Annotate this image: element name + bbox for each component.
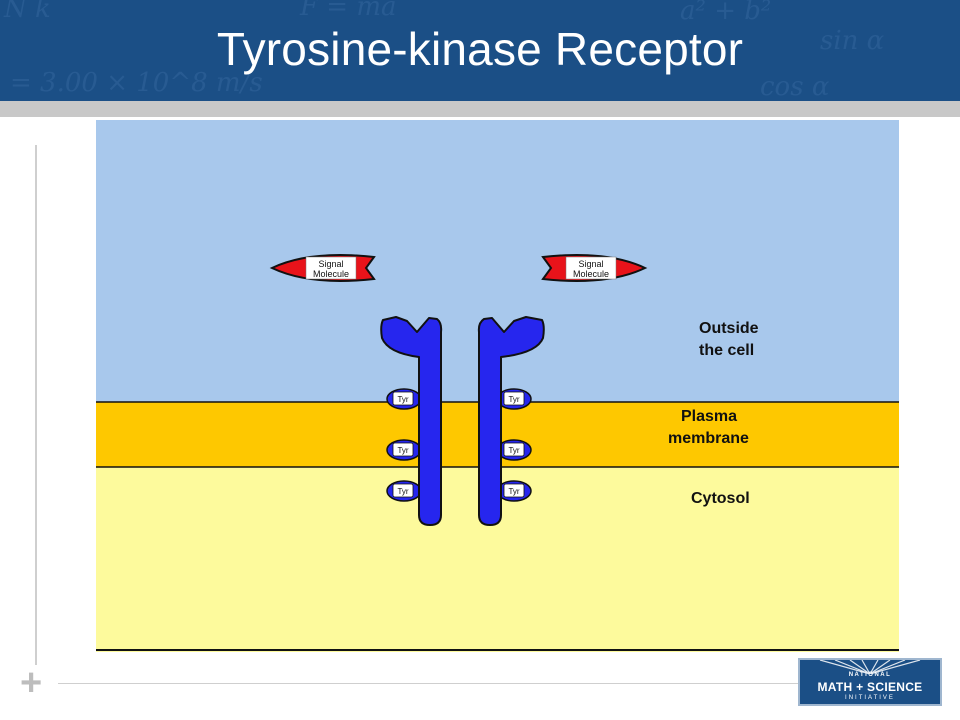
header-divider [0,101,960,117]
slide-title: Tyrosine-kinase Receptor [216,23,744,75]
signal-molecule-left: Signal Molecule [269,254,376,282]
signal-molecule-right: Signal Molecule [541,254,648,282]
tyr-label: Tyr [508,487,519,496]
header-equation: cos α [760,72,830,101]
tyr-label: Tyr [508,446,519,455]
receptor-diagram: Signal Molecule Signal Molecule Tyr Tyr … [96,120,899,652]
signal-label-line1: Signal [318,259,343,269]
tyr-label: Tyr [397,487,408,496]
header-equation-background: N k = 3.00 × 10^8 m/s a² + b² sin α cos … [0,0,960,101]
receptor-subunit-right [477,316,545,526]
tyr-label: Tyr [397,446,408,455]
plasma-membrane-label-line1: Plasma [681,408,737,425]
nms-logo: NATIONAL MATH + SCIENCE INITIATIVE [798,658,942,706]
header-equation: a² + b² [680,0,772,26]
header-equation: F = ma [300,0,397,22]
title-bar: N k = 3.00 × 10^8 m/s a² + b² sin α cos … [0,0,960,101]
tyr-group-right-2: Tyr [496,439,532,461]
signal-label-line2: Molecule [313,269,349,279]
header-equation: sin α [820,26,885,56]
logo-bottom-text: INITIATIVE [845,695,895,701]
signal-label-line1: Signal [578,259,603,269]
tyr-group-right-1: Tyr [496,388,532,410]
plasma-membrane-label-line2: membrane [668,430,749,447]
logo-top-text: NATIONAL [848,672,892,678]
tyr-group-right-3: Tyr [496,480,532,502]
sunburst-icon [819,660,921,674]
tyr-label: Tyr [508,395,519,404]
bottom-decorative-rule [58,683,798,684]
signal-label-line2: Molecule [573,269,609,279]
tyr-group-left-2: Tyr [386,439,422,461]
header-equation: N k [4,0,51,24]
receptor-subunit-left [380,316,443,526]
outside-cell-label-line1: Outside [699,320,759,337]
tyr-group-left-3: Tyr [386,480,422,502]
tyr-group-left-1: Tyr [386,388,422,410]
cytosol-label: Cytosol [691,490,750,507]
tyr-label: Tyr [397,395,408,404]
outside-cell-label-line2: the cell [699,342,754,359]
plus-icon: + [20,662,43,704]
logo-main-text: MATH + SCIENCE [817,680,923,694]
left-decorative-rule [35,145,37,665]
header-equation: = 3.00 × 10^8 m/s [10,68,263,98]
